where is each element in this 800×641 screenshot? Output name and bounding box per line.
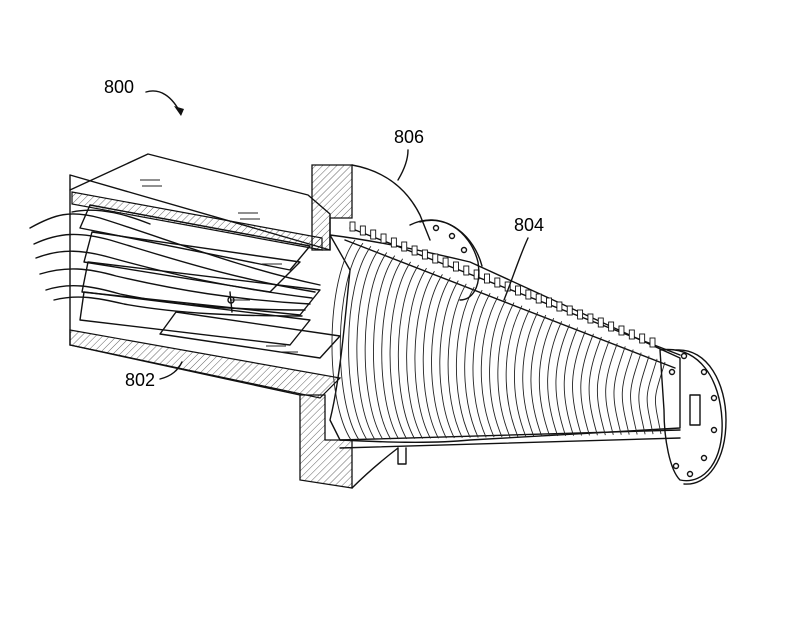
corrugation-ring xyxy=(630,352,642,435)
wall-fin xyxy=(452,261,459,272)
blank-patch xyxy=(330,510,440,548)
corrugation-ring xyxy=(389,261,412,440)
corrugation-ring xyxy=(373,255,396,440)
wall-fin xyxy=(515,285,521,296)
corrugation-ring xyxy=(613,346,626,435)
label-800-text: 800 xyxy=(104,77,134,97)
corrugation-ring xyxy=(555,324,571,436)
corrugation-ring xyxy=(621,349,634,435)
corrugation-ring xyxy=(505,305,523,437)
label-802-text: 802 xyxy=(125,370,155,390)
cables xyxy=(29,209,321,317)
corrugation-ring xyxy=(331,239,356,441)
wall-fin xyxy=(628,329,635,340)
wall-fin xyxy=(535,293,542,304)
corrugation-ring xyxy=(464,289,483,438)
corrugation-ring xyxy=(414,271,435,439)
corrugation-ring xyxy=(605,343,618,436)
corrugation-ring xyxy=(406,267,427,439)
throat-flange xyxy=(659,348,727,485)
corrugation-ring xyxy=(455,286,475,438)
corrugation-ring xyxy=(480,296,499,438)
label-800-arrow xyxy=(145,90,182,115)
mid-flange xyxy=(397,219,483,465)
corrugation-ring xyxy=(588,336,602,436)
wall-fin xyxy=(597,317,604,328)
wall-fin xyxy=(349,221,356,232)
corrugation-ring xyxy=(522,311,539,437)
label-806: 806 xyxy=(394,127,424,181)
corrugation-ring xyxy=(563,327,578,436)
wall-fin xyxy=(608,321,615,332)
corrugation-ring xyxy=(397,264,419,439)
label-800-arrowhead xyxy=(174,106,184,116)
corrugation-ring xyxy=(472,292,491,438)
corrugation-ring xyxy=(431,277,451,439)
wall-fin xyxy=(639,333,646,344)
corrugation-ring xyxy=(646,358,658,435)
wall-fin xyxy=(556,301,563,312)
corrugation-ring xyxy=(547,321,563,437)
wall-fin xyxy=(442,257,449,268)
corrugation-ring xyxy=(497,302,515,438)
corrugation-ring xyxy=(538,318,555,437)
horn-body xyxy=(329,221,681,449)
corrugation-ring xyxy=(422,274,443,439)
corrugations xyxy=(331,239,666,441)
corrugation-ring xyxy=(530,314,547,437)
corrugation-ring xyxy=(447,283,467,439)
corrugation-ring xyxy=(348,245,372,440)
input-section xyxy=(69,153,342,399)
wall-fin xyxy=(566,305,573,316)
corrugation-ring xyxy=(356,249,380,440)
corrugation-ring xyxy=(339,242,364,441)
wall-fin xyxy=(411,245,418,256)
wall-fin xyxy=(401,241,408,252)
wall-fin xyxy=(618,325,625,336)
wall-fin xyxy=(380,233,387,244)
corrugation-ring xyxy=(572,330,586,436)
wall-fin xyxy=(577,309,584,320)
wall-fin xyxy=(525,289,532,300)
corrugation-ring xyxy=(381,258,404,440)
corrugation-ring xyxy=(580,333,594,436)
wall-fin xyxy=(587,313,594,324)
wall-fin xyxy=(649,337,656,348)
wall-fin xyxy=(484,273,490,284)
wall-fin xyxy=(494,277,501,288)
label-804-text: 804 xyxy=(514,215,544,235)
wall-fin xyxy=(370,229,377,240)
label-800: 800 xyxy=(104,77,184,116)
label-802: 802 xyxy=(125,361,183,390)
wall-fin xyxy=(421,249,428,260)
wall-fin xyxy=(463,265,470,276)
wall-fin xyxy=(432,253,439,264)
corrugation-ring xyxy=(439,280,459,439)
corrugation-ring xyxy=(489,299,507,438)
wall-fins xyxy=(349,221,656,348)
corrugation-ring xyxy=(514,308,531,437)
corrugation-ring xyxy=(638,355,650,435)
corrugation-ring xyxy=(364,252,388,440)
wall-fin xyxy=(359,225,366,236)
wall-fin xyxy=(546,297,553,308)
wall-fin xyxy=(390,237,397,248)
corrugation-ring xyxy=(596,339,610,436)
label-804: 804 xyxy=(503,215,544,301)
label-806-text: 806 xyxy=(394,127,424,147)
